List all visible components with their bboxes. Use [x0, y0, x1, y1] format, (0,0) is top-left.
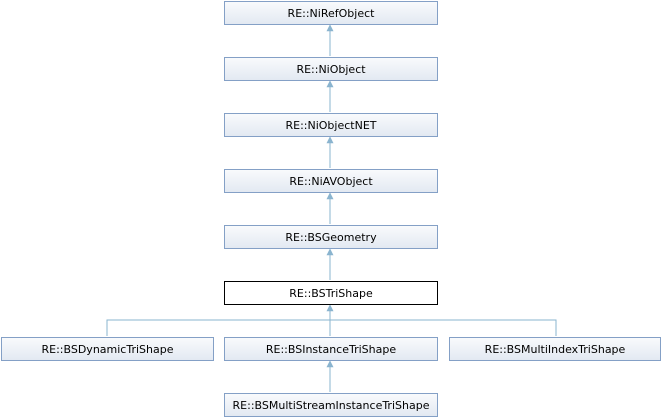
node-ni-object[interactable]: RE::NiObject: [224, 57, 438, 81]
node-bs-multi-stream-instance-tri-shape[interactable]: RE::BSMultiStreamInstanceTriShape: [224, 393, 438, 417]
node-bs-dynamic-tri-shape[interactable]: RE::BSDynamicTriShape: [1, 337, 214, 361]
node-bs-geometry[interactable]: RE::BSGeometry: [224, 225, 438, 249]
node-bs-multi-index-tri-shape[interactable]: RE::BSMultiIndexTriShape: [449, 337, 661, 361]
node-bs-instance-tri-shape[interactable]: RE::BSInstanceTriShape: [224, 337, 438, 361]
node-ni-ref-object[interactable]: RE::NiRefObject: [224, 1, 438, 25]
node-ni-object-net[interactable]: RE::NiObjectNET: [224, 113, 438, 137]
node-bs-tri-shape: RE::BSTriShape: [224, 281, 438, 305]
node-ni-av-object[interactable]: RE::NiAVObject: [224, 169, 438, 193]
edge-children-to-bstrishape: [106, 319, 557, 336]
